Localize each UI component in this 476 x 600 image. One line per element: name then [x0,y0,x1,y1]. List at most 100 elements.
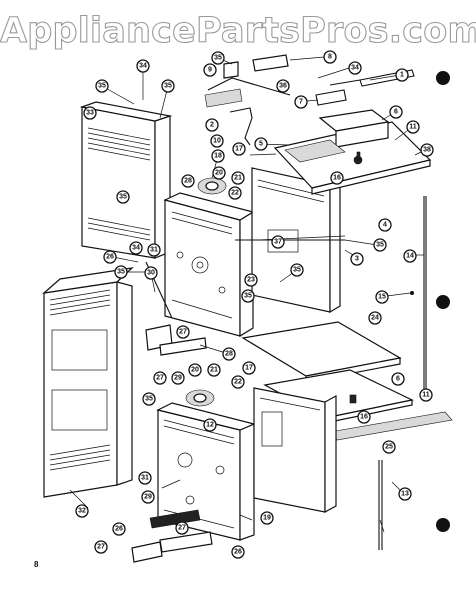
svg-text:11: 11 [422,392,430,399]
part-callout: 28 [222,347,236,361]
svg-text:27: 27 [178,525,186,532]
svg-text:8: 8 [328,54,332,61]
watermark-text: AppliancePartsPros.com [0,10,476,51]
part-callout: 18 [211,149,225,163]
part-callout: 35 [116,190,130,204]
svg-text:20: 20 [191,367,199,374]
part-callout: 28 [181,174,195,188]
svg-text:27: 27 [156,375,164,382]
oven-shelves [241,321,453,441]
svg-text:29: 29 [174,375,182,382]
svg-text:5: 5 [259,141,263,148]
part-callout: 1 [395,68,409,82]
part-callout: 33 [83,106,97,120]
side-rods [378,196,427,550]
svg-text:37: 37 [274,239,282,246]
svg-text:21: 21 [210,367,218,374]
part-callout: 26 [231,545,245,559]
svg-text:10: 10 [213,138,221,145]
part-callout: 36 [276,79,290,93]
svg-text:34: 34 [351,65,359,72]
svg-text:23: 23 [247,277,255,284]
upper-side-panel [79,101,173,259]
svg-text:17: 17 [235,146,243,153]
svg-text:22: 22 [234,379,242,386]
binder-hole [436,295,450,309]
svg-text:22: 22 [231,190,239,197]
part-callout: 10 [210,134,224,148]
part-callout: 27 [175,521,189,535]
burner-assembly [185,177,227,407]
part-callout: 35 [373,238,387,252]
svg-text:35: 35 [119,194,127,201]
part-callout: 8 [323,50,337,64]
part-callout: 35 [161,79,175,93]
part-callout: 27 [176,325,190,339]
svg-text:31: 31 [150,247,158,254]
svg-text:13: 13 [401,491,409,498]
part-callout: 32 [75,504,89,518]
binder-hole [436,71,450,85]
part-callout: 4 [378,218,392,232]
svg-text:34: 34 [132,245,140,252]
svg-text:18: 18 [214,153,222,160]
part-callout: 31 [138,471,152,485]
svg-text:36: 36 [279,83,287,90]
part-callout: 35 [114,265,128,279]
part-callout: 31 [147,243,161,257]
part-callout: 35 [95,79,109,93]
svg-text:28: 28 [184,178,192,185]
svg-text:15: 15 [378,294,386,301]
part-callout: 13 [398,487,412,501]
svg-text:16: 16 [333,175,341,182]
svg-text:35: 35 [98,83,106,90]
svg-text:21: 21 [234,175,242,182]
part-callout: 21 [207,363,221,377]
part-callout: 17 [232,142,246,156]
lower-side-panel [42,267,134,498]
svg-text:4: 4 [383,222,387,229]
svg-text:27: 27 [97,544,105,551]
svg-text:7: 7 [299,99,303,106]
svg-text:25: 25 [385,444,393,451]
part-callout: 16 [330,171,344,185]
part-callout: 6 [389,105,403,119]
part-callout: 24 [368,311,382,325]
binder-hole [436,518,450,532]
part-callout: 37 [271,235,285,249]
part-callout: 34 [129,241,143,255]
part-callout: 9 [203,63,217,77]
part-callout: 11 [419,388,433,402]
svg-text:26: 26 [234,549,242,556]
svg-text:19: 19 [263,515,271,522]
part-callout: 5 [254,137,268,151]
top-rail-parts [204,54,415,146]
svg-text:30: 30 [147,270,155,277]
part-callout: 3 [350,252,364,266]
part-callout: 35 [142,392,156,406]
part-callout: 22 [231,375,245,389]
svg-text:17: 17 [245,365,253,372]
part-callout: 35 [290,263,304,277]
part-callout: 34 [348,61,362,75]
part-callout: 21 [231,171,245,185]
svg-text:26: 26 [115,526,123,533]
svg-text:20: 20 [215,170,223,177]
cooktop-assembly [273,109,432,195]
part-callout: 22 [228,186,242,200]
part-callout: 7 [294,95,308,109]
svg-text:3: 3 [355,256,359,263]
svg-text:12: 12 [206,422,214,429]
svg-text:29: 29 [144,494,152,501]
part-callout: 20 [188,363,202,377]
svg-text:9: 9 [208,67,212,74]
svg-text:35: 35 [214,55,222,62]
svg-text:35: 35 [117,269,125,276]
svg-text:2: 2 [210,122,214,129]
svg-text:6: 6 [396,376,400,383]
svg-text:35: 35 [164,83,172,90]
svg-text:16: 16 [360,414,368,421]
part-callout: 15 [375,290,389,304]
part-callout: 17 [242,361,256,375]
